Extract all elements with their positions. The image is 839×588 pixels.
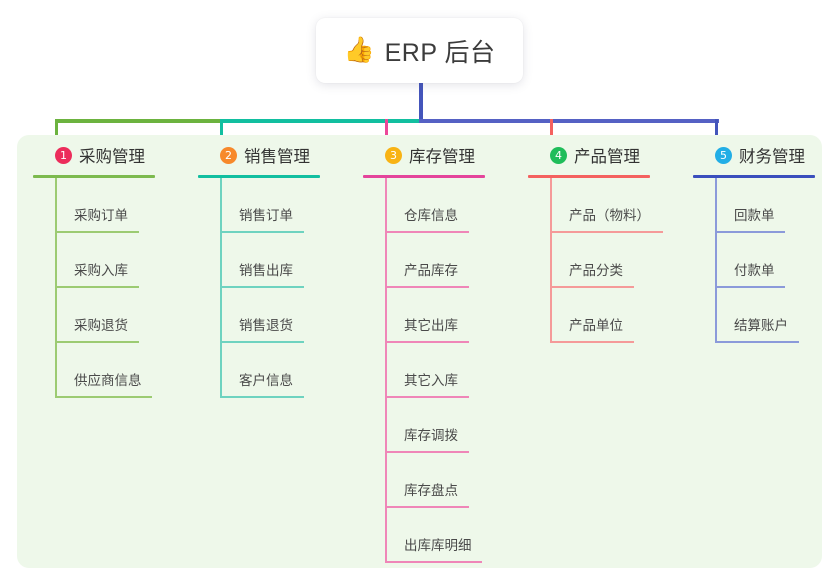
list-item[interactable]: 产品分类 xyxy=(550,233,634,288)
list-item[interactable]: 销售出库 xyxy=(220,233,304,288)
column-badge-sales: 2 xyxy=(220,146,237,164)
diagram-panel xyxy=(17,135,822,568)
connector-root-stem xyxy=(419,79,423,123)
thumbs-up-icon: 👍 xyxy=(343,36,375,64)
list-item[interactable]: 出库库明细 xyxy=(385,508,482,563)
list-item-label: 客户信息 xyxy=(239,373,293,388)
column-badge-inventory: 3 xyxy=(385,146,402,164)
list-item[interactable]: 供应商信息 xyxy=(55,343,152,398)
list-item-label: 出库库明细 xyxy=(404,538,472,553)
column-title-inventory: 库存管理 xyxy=(409,148,475,166)
root-title: ERP 后台 xyxy=(384,38,496,67)
list-item-label: 库存调拨 xyxy=(404,428,458,443)
column-header-product[interactable]: 4 产品管理 xyxy=(528,142,678,168)
column-header-sales[interactable]: 2 销售管理 xyxy=(198,142,348,168)
column-header-finance[interactable]: 5 财务管理 xyxy=(693,142,839,168)
column-product: 4 产品管理产品（物料） 产品分类产品单位 xyxy=(528,142,678,343)
root-node[interactable]: 👍 ERP 后台 xyxy=(316,18,523,83)
column-header-inventory[interactable]: 3 库存管理 xyxy=(363,142,513,168)
column-title-sales: 销售管理 xyxy=(244,148,310,166)
list-item-label: 结算账户 xyxy=(734,318,788,333)
column-underline-finance xyxy=(693,175,815,178)
list-item[interactable]: 产品单位 xyxy=(550,288,634,343)
column-sales: 2 销售管理销售订单销售出库销售退货客户信息 xyxy=(198,142,348,398)
list-item[interactable]: 回款单 xyxy=(715,178,785,233)
item-list-sales: 销售订单销售出库销售退货客户信息 xyxy=(220,178,348,398)
list-item[interactable]: 客户信息 xyxy=(220,343,304,398)
list-item[interactable]: 结算账户 xyxy=(715,288,799,343)
column-finance: 5 财务管理回款单付款单结算账户 xyxy=(693,142,839,343)
list-item-label: 销售退货 xyxy=(239,318,293,333)
connector-drop-purchase xyxy=(55,119,58,145)
list-item-label: 销售订单 xyxy=(239,208,293,223)
list-item[interactable]: 仓库信息 xyxy=(385,178,469,233)
list-item[interactable]: 其它入库 xyxy=(385,343,469,398)
list-item-label: 回款单 xyxy=(734,208,775,223)
column-underline-purchase xyxy=(33,175,155,178)
list-item-label: 采购订单 xyxy=(74,208,128,223)
connector-drop-inventory xyxy=(385,119,388,147)
list-item[interactable]: 库存调拨 xyxy=(385,398,469,453)
column-underline-inventory xyxy=(363,175,485,178)
list-item-label: 仓库信息 xyxy=(404,208,458,223)
connector-drop-finance xyxy=(715,119,718,145)
list-item[interactable]: 销售退货 xyxy=(220,288,304,343)
list-item-label: 其它入库 xyxy=(404,373,458,388)
list-item-label: 采购退货 xyxy=(74,318,128,333)
list-item[interactable]: 产品库存 xyxy=(385,233,469,288)
item-list-finance: 回款单付款单结算账户 xyxy=(715,178,839,343)
column-inventory: 3 库存管理仓库信息产品库存其它出库其它入库库存调拨库存盘点出库库明细 xyxy=(363,142,513,563)
item-list-purchase: 采购订单采购入库采购退货供应商信息 xyxy=(55,178,183,398)
connector-bus-left xyxy=(55,119,223,123)
item-list-inventory: 仓库信息产品库存其它出库其它入库库存调拨库存盘点出库库明细 xyxy=(385,178,513,563)
list-item-label: 其它出库 xyxy=(404,318,458,333)
list-item[interactable]: 销售订单 xyxy=(220,178,304,233)
list-item[interactable]: 采购退货 xyxy=(55,288,139,343)
list-item[interactable]: 库存盘点 xyxy=(385,453,469,508)
column-underline-product xyxy=(528,175,650,178)
column-title-product: 产品管理 xyxy=(574,148,640,166)
list-item-label: 付款单 xyxy=(734,263,775,278)
column-badge-finance: 5 xyxy=(715,146,732,164)
column-badge-purchase: 1 xyxy=(55,146,72,164)
list-item-label: 产品分类 xyxy=(569,263,623,278)
list-item-label: 供应商信息 xyxy=(74,373,142,388)
list-item-label: 产品单位 xyxy=(569,318,623,333)
list-item-label: 产品（物料） xyxy=(569,208,650,223)
list-item-label: 产品库存 xyxy=(404,263,458,278)
list-item-label: 销售出库 xyxy=(239,263,293,278)
list-item[interactable]: 付款单 xyxy=(715,233,785,288)
column-header-purchase[interactable]: 1 采购管理 xyxy=(33,142,183,168)
list-item[interactable]: 产品（物料） xyxy=(550,178,663,233)
connector-drop-product xyxy=(550,119,553,145)
column-purchase: 1 采购管理采购订单采购入库采购退货供应商信息 xyxy=(33,142,183,398)
column-badge-product: 4 xyxy=(550,146,567,164)
column-title-purchase: 采购管理 xyxy=(79,148,145,166)
item-list-product: 产品（物料） 产品分类产品单位 xyxy=(550,178,678,343)
connector-bus-right xyxy=(419,119,719,123)
list-item-label: 库存盘点 xyxy=(404,483,458,498)
list-item[interactable]: 采购订单 xyxy=(55,178,139,233)
list-item-label: 采购入库 xyxy=(74,263,128,278)
list-item[interactable]: 采购入库 xyxy=(55,233,139,288)
connector-bus-mid xyxy=(220,119,422,123)
connector-drop-sales xyxy=(220,119,223,145)
list-item[interactable]: 其它出库 xyxy=(385,288,469,343)
column-underline-sales xyxy=(198,175,320,178)
column-title-finance: 财务管理 xyxy=(739,148,805,166)
